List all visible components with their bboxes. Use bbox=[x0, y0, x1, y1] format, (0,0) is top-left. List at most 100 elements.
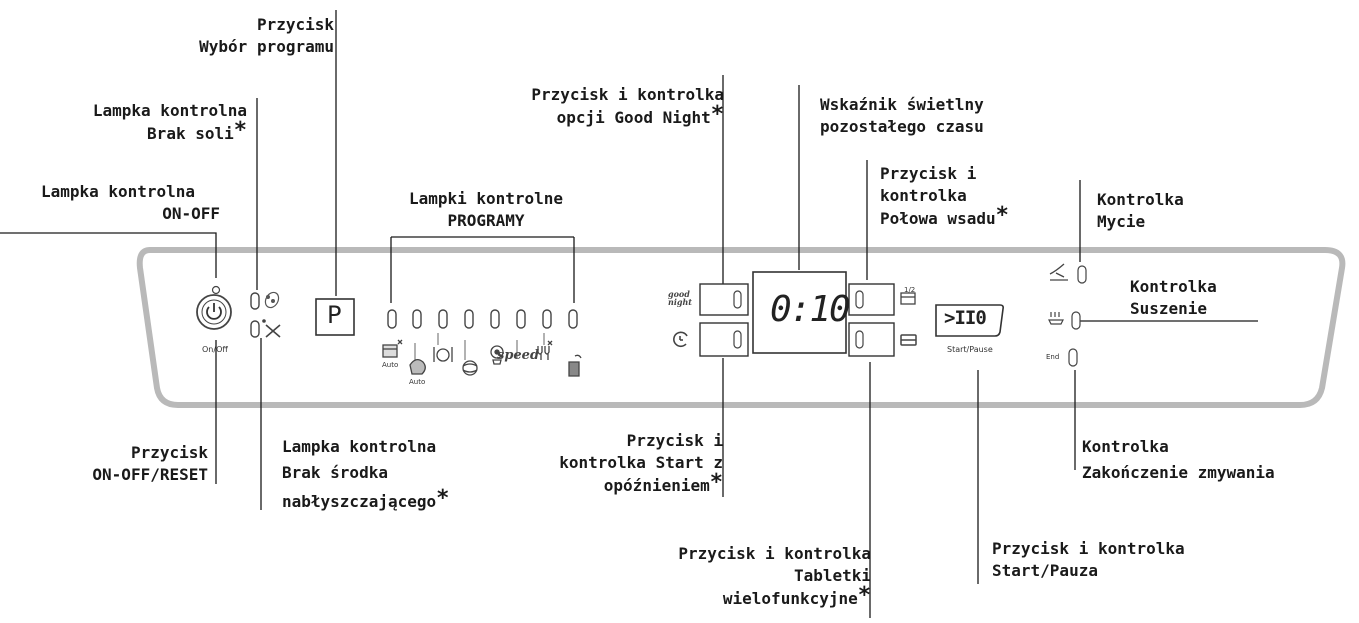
label-time-display: Wskaźnik świetlny pozostałego czasu bbox=[820, 94, 984, 138]
program-lamp-7 bbox=[542, 309, 552, 329]
label-line: Przycisk bbox=[130, 443, 208, 462]
label-line: kontrolka Start z bbox=[559, 453, 723, 472]
rinse-aid-icon bbox=[262, 319, 281, 338]
mixed-icon bbox=[462, 360, 478, 376]
label-delay-start: Przycisk i kontrolka Start z opóźnieniem… bbox=[559, 430, 723, 497]
label-line: Brak środka bbox=[282, 463, 388, 482]
end-lamp bbox=[1068, 348, 1078, 367]
label-line: kontrolka bbox=[880, 186, 967, 205]
label-programs-lamps: Lampki kontrolne PROGRAMY bbox=[378, 188, 594, 232]
label-rinse-lamp: Lampka kontrolna Brak środka nabłyszczaj… bbox=[282, 436, 449, 513]
label-onoff-button: Przycisk ON-OFF/RESET bbox=[92, 442, 208, 486]
label-text: wielofunkcyjne bbox=[722, 589, 858, 608]
end-caption: End bbox=[1046, 353, 1060, 361]
prewash-icon bbox=[568, 354, 582, 377]
label-line: ON-OFF bbox=[162, 204, 220, 223]
program-lamp-8 bbox=[568, 309, 578, 329]
label-line: Zakończenie zmywania bbox=[1082, 463, 1275, 482]
tablets-lamp bbox=[855, 330, 864, 349]
label-text: opóźnieniem bbox=[603, 476, 710, 495]
label-text: nabłyszczającego bbox=[282, 492, 437, 511]
label-start-pause: Przycisk i kontrolka Start/Pauza bbox=[992, 538, 1185, 582]
time-display bbox=[752, 271, 847, 354]
salt-lamp bbox=[250, 292, 260, 310]
label-dry-lamp: Kontrolka Suszenie bbox=[1130, 276, 1217, 320]
label-line: Przycisk i kontrolka bbox=[992, 539, 1185, 558]
onoff-caption: On/Off bbox=[202, 345, 228, 354]
onoff-lamp bbox=[211, 285, 221, 295]
label-onoff-lamp: Lampka kontrolna ON-OFF bbox=[8, 181, 228, 225]
wash-icon bbox=[1049, 263, 1068, 281]
label-line: wielofunkcyjne* bbox=[678, 585, 871, 610]
display-time-text: 0:10 bbox=[770, 289, 851, 330]
program-lamp-1 bbox=[387, 309, 397, 329]
label-line: Kontrolka bbox=[1097, 190, 1184, 209]
start-pause-button[interactable] bbox=[935, 304, 1004, 337]
label-line: ON-OFF/RESET bbox=[92, 465, 208, 484]
delay-start-lamp bbox=[733, 330, 742, 349]
label-tablets: Przycisk i kontrolka Tabletki wielofunkc… bbox=[678, 543, 871, 610]
start-caption: Start/Pause bbox=[947, 345, 993, 354]
good-night-button[interactable] bbox=[699, 283, 749, 316]
end-status bbox=[1068, 348, 1078, 367]
label-line: Przycisk i kontrolka bbox=[531, 85, 724, 104]
wash-lamp bbox=[1077, 265, 1087, 284]
asterisk: * bbox=[436, 486, 450, 511]
auto-label-1: Auto bbox=[382, 361, 399, 369]
asterisk: * bbox=[857, 583, 871, 608]
leader-lines bbox=[0, 10, 1258, 618]
delay-clock-icon bbox=[673, 331, 688, 348]
label-line: Lampki kontrolne bbox=[408, 189, 564, 208]
label-line: Przycisk i kontrolka bbox=[678, 544, 871, 563]
half-load-button[interactable] bbox=[848, 283, 895, 316]
label-line: opóźnieniem* bbox=[559, 472, 723, 497]
eco-icon bbox=[490, 345, 504, 365]
label-line: Kontrolka bbox=[1082, 437, 1169, 456]
label-line: Kontrolka bbox=[1130, 277, 1217, 296]
auto-normal-icon bbox=[409, 358, 426, 375]
leader-onoff-lamp bbox=[0, 232, 217, 278]
label-half-load: Przycisk i kontrolka Połowa wsadu* bbox=[880, 163, 1009, 230]
program-lamp-ticks bbox=[414, 333, 545, 362]
asterisk: * bbox=[233, 118, 247, 143]
label-wash-lamp: Kontrolka Mycie bbox=[1097, 189, 1184, 233]
label-line: Start/Pauza bbox=[992, 561, 1098, 580]
label-line: Wskaźnik świetlny bbox=[820, 95, 984, 114]
label-line: Połowa wsadu* bbox=[880, 205, 1009, 230]
label-line: nabłyszczającego* bbox=[282, 488, 449, 513]
label-line: pozostałego czasu bbox=[820, 117, 984, 136]
label-good-night: Przycisk i kontrolka opcji Good Night* bbox=[531, 84, 724, 129]
onoff-button[interactable] bbox=[196, 285, 232, 330]
label-line: Lampka kontrolna bbox=[40, 182, 196, 201]
label-line: PROGRAMY bbox=[447, 211, 525, 230]
program-button[interactable] bbox=[315, 298, 355, 336]
label-program-button: Przycisk Wybór programu bbox=[199, 14, 334, 58]
half-load-icon bbox=[900, 292, 916, 305]
dry-lamp bbox=[1071, 311, 1081, 330]
label-text: Brak soli bbox=[147, 124, 234, 143]
label-line: Przycisk i bbox=[626, 431, 723, 450]
delay-start-button[interactable] bbox=[699, 322, 749, 357]
salt-icon bbox=[264, 291, 280, 309]
label-line: Lampka kontrolna bbox=[282, 437, 437, 456]
label-text: Połowa wsadu bbox=[880, 209, 996, 228]
program-lamp-3 bbox=[438, 309, 448, 329]
asterisk: * bbox=[995, 203, 1009, 228]
half-load-lamp bbox=[855, 290, 864, 309]
asterisk: * bbox=[709, 470, 723, 495]
start-key-label: >II0 bbox=[944, 307, 987, 329]
power-icon bbox=[206, 306, 222, 320]
program-lamp-5 bbox=[490, 309, 500, 329]
program-lamp-4 bbox=[464, 309, 474, 329]
speed-label: speed bbox=[497, 348, 540, 363]
label-line: Przycisk bbox=[256, 15, 334, 34]
label-line: opcji Good Night* bbox=[531, 104, 724, 129]
program-key-label: P bbox=[327, 301, 342, 329]
half-load-symbol: 1/2 bbox=[904, 286, 916, 294]
glasses-icon bbox=[537, 340, 553, 360]
label-salt-lamp: Lampka kontrolna Brak soli* bbox=[93, 100, 247, 145]
tablets-button[interactable] bbox=[848, 322, 895, 357]
wash-status bbox=[1049, 263, 1087, 284]
program-lamp-6 bbox=[516, 309, 526, 329]
